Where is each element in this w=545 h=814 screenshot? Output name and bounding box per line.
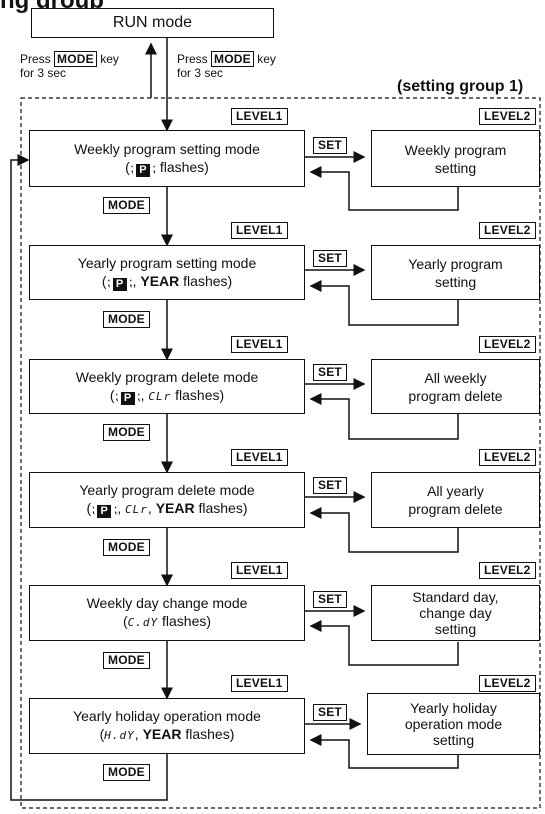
p-lcd-icon: P — [112, 278, 127, 291]
clr-segment-text: CLr — [125, 503, 148, 516]
yearly-holiday-operation-mode-box: Yearly holiday operation mode (H.dY, YEA… — [29, 698, 305, 754]
level1-tag: LEVEL1 — [231, 675, 288, 692]
level2-tag: LEVEL2 — [479, 108, 536, 125]
flash-indicator: (⁏P⁏, CLr flashes) — [109, 386, 225, 405]
p-lcd-icon: P — [135, 164, 150, 177]
mode-key-tag: MODE — [54, 51, 97, 67]
mode-key-tag: MODE — [103, 424, 150, 441]
level2-tag: LEVEL2 — [479, 675, 536, 692]
mode-title: Weekly program setting mode — [74, 141, 260, 157]
level2-tag: LEVEL2 — [479, 222, 536, 239]
yearly-program-delete-mode-box: Yearly program delete mode (⁏P⁏, CLr, YE… — [29, 472, 305, 528]
mode-key-tag: MODE — [103, 539, 150, 556]
level1-tag: LEVEL1 — [231, 222, 288, 239]
set-key-tag: SET — [313, 364, 347, 381]
mode-key-tag: MODE — [103, 311, 150, 328]
set-key-tag: SET — [313, 250, 347, 267]
set-key-tag: SET — [313, 477, 347, 494]
set-key-tag: SET — [313, 704, 347, 721]
press-mode-note-right: Press MODE key for 3 sec — [177, 51, 276, 80]
flash-indicator: (H.dY, YEAR flashes) — [99, 726, 235, 742]
yearly-program-setting-mode-box: Yearly program setting mode (⁏P⁏, YEAR f… — [29, 245, 305, 300]
level2-tag: LEVEL2 — [479, 336, 536, 353]
mode-title: Yearly holiday operation mode — [73, 708, 261, 724]
level1-tag: LEVEL1 — [231, 449, 288, 466]
hdy-segment-text: H.dY — [104, 729, 135, 742]
flash-indicator: (C.dY flashes) — [122, 613, 212, 629]
mode-key-tag: MODE — [103, 197, 150, 214]
mode-title: Yearly program delete mode — [79, 482, 255, 498]
flash-indicator: (⁏P⁏, YEAR flashes) — [101, 273, 233, 291]
mode-key-tag: MODE — [211, 51, 254, 67]
press-mode-note-left: Press MODE key for 3 sec — [20, 51, 119, 80]
level2-tag: LEVEL2 — [479, 562, 536, 579]
run-mode-box: RUN mode — [31, 8, 274, 38]
set-key-tag: SET — [313, 137, 347, 154]
run-mode-label: RUN mode — [112, 14, 193, 31]
group-dashed-border — [20, 97, 541, 809]
mode-title: Yearly program setting mode — [77, 255, 257, 271]
flash-indicator: (⁏P⁏, CLr, YEAR flashes) — [86, 500, 248, 518]
weekly-program-delete-mode-box: Weekly program delete mode (⁏P⁏, CLr fla… — [29, 359, 305, 414]
level2-tag: LEVEL2 — [479, 449, 536, 466]
level1-tag: LEVEL1 — [231, 562, 288, 579]
level1-tag: LEVEL1 — [231, 336, 288, 353]
mode-key-tag: MODE — [103, 652, 150, 669]
level1-tag: LEVEL1 — [231, 108, 288, 125]
p-lcd-icon: P — [120, 391, 135, 405]
mode-title: Weekly day change mode — [86, 595, 248, 611]
weekly-day-change-mode-box: Weekly day change mode (C.dY flashes) — [29, 585, 305, 641]
cdy-segment-text: C.dY — [127, 616, 159, 629]
mode-key-tag: MODE — [103, 764, 150, 781]
set-key-tag: SET — [313, 591, 347, 608]
setting-group-label: (setting group 1) — [397, 78, 524, 95]
weekly-program-setting-mode-box: Weekly program setting mode (⁏P⁏ flashes… — [29, 130, 305, 187]
mode-title: Weekly program delete mode — [75, 368, 259, 385]
p-lcd-icon: P — [97, 505, 112, 518]
flash-indicator: (⁏P⁏ flashes) — [125, 159, 209, 177]
clr-segment-text: CLr — [148, 389, 172, 403]
